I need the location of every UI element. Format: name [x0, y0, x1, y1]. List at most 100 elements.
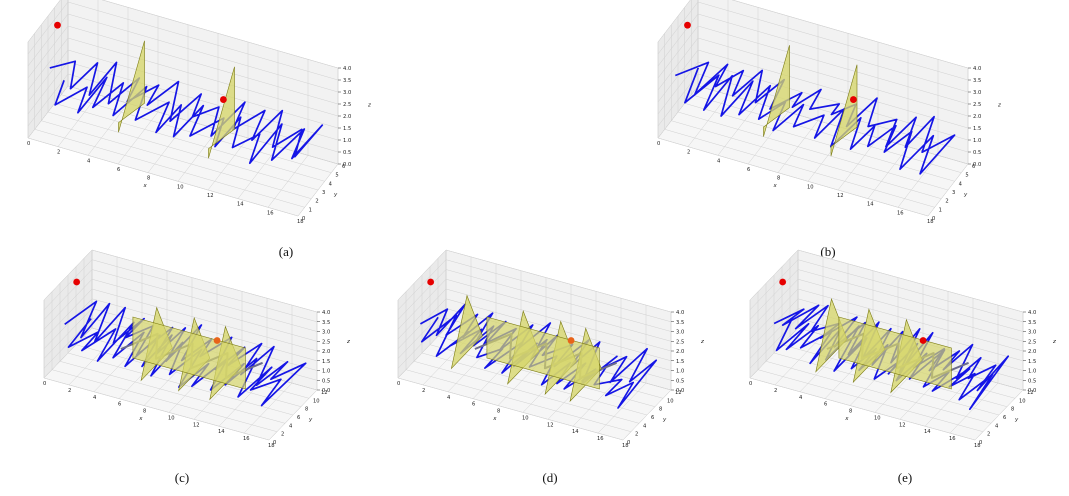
z-tick-label: 2.0	[676, 349, 684, 355]
y-tick-label: 2	[315, 199, 318, 205]
z-tick-label: 0.0	[322, 388, 330, 394]
x-axis-label: x	[844, 416, 849, 422]
x-tick-label: 16	[267, 210, 274, 216]
grid-line	[27, 49, 339, 129]
x-tick-label: 12	[193, 422, 200, 428]
y-tick-label: 1	[309, 207, 312, 213]
grid-line	[27, 85, 339, 165]
x-tick-label: 2	[68, 388, 71, 394]
y-tick-label: 0	[932, 216, 935, 222]
x-tick-label: 14	[867, 202, 874, 208]
caption-d: (d)	[542, 470, 558, 485]
y-tick-label: 6	[342, 164, 345, 170]
z-tick-label: 3.5	[322, 320, 330, 326]
x-tick-label: 8	[849, 409, 852, 415]
goal-marker	[567, 337, 575, 344]
x-axis-label: x	[492, 416, 497, 422]
x-tick-label: 18	[927, 219, 934, 225]
x-tick-label: 6	[117, 167, 120, 173]
caption-c: (c)	[174, 470, 190, 485]
z-tick-label: 2.0	[973, 114, 981, 120]
y-axis-label: y	[308, 417, 313, 423]
x-tick-label: 12	[899, 422, 906, 428]
grid-line	[749, 259, 1024, 323]
x-tick-label: 0	[749, 381, 752, 387]
y-tick-label: 12	[675, 390, 682, 396]
z-tick-label: 1.0	[322, 369, 330, 375]
grid-line	[657, 61, 969, 141]
goal-marker	[213, 337, 221, 344]
x-tick-label: 2	[422, 388, 425, 394]
y-tick-label: 2	[945, 199, 948, 205]
z-tick-label: 0.0	[1028, 388, 1036, 394]
start-marker	[684, 21, 691, 29]
x-tick-label: 6	[472, 402, 475, 408]
caption-e: (e)	[897, 470, 913, 485]
z-tick-label: 3.5	[1028, 320, 1036, 326]
y-tick-label: 0	[979, 440, 982, 446]
grid-line	[43, 269, 318, 332]
grid-line	[397, 269, 672, 332]
start-marker	[73, 278, 81, 286]
grid-line	[657, 13, 969, 93]
grid-line	[43, 298, 318, 362]
z-tick-label: 1.0	[1028, 369, 1036, 375]
z-axis-label: z	[997, 102, 1001, 108]
x-axis-label: x	[773, 183, 778, 189]
z-tick-label: 3.0	[322, 330, 330, 336]
z-tick-label: 4.0	[1028, 310, 1036, 316]
start-marker	[54, 21, 61, 29]
x-tick-label: 4	[93, 395, 97, 401]
y-tick-label: 6	[972, 164, 975, 170]
x-axis-label: x	[143, 183, 148, 189]
grid-line	[43, 288, 318, 352]
z-tick-label: 0.0	[676, 388, 684, 394]
x-tick-label: 18	[297, 219, 304, 225]
y-axis-label: y	[333, 192, 338, 198]
grid-line	[397, 298, 672, 362]
z-tick-label: 3.0	[973, 90, 981, 96]
y-tick-label: 8	[1011, 407, 1014, 413]
z-tick-label: 3.5	[973, 78, 981, 84]
z-tick-label: 2.0	[343, 114, 351, 120]
z-tick-label: 1.0	[973, 138, 981, 144]
grid-line	[657, 25, 969, 105]
y-tick-label: 0	[302, 216, 305, 222]
boundary-plane	[830, 64, 858, 157]
y-tick-label: 2	[635, 432, 638, 438]
y-tick-label: 12	[321, 390, 328, 396]
x-tick-label: 10	[522, 415, 529, 421]
z-tick-label: 2.5	[322, 339, 330, 345]
y-tick-label: 10	[1019, 398, 1026, 404]
z-tick-label: 3.0	[343, 90, 351, 96]
grid-line	[657, 49, 969, 129]
plot-c: 024681012141618x024681012y0.00.51.01.52.…	[43, 249, 350, 449]
z-tick-label: 4.0	[322, 310, 330, 316]
z-tick-label: 1.0	[676, 369, 684, 375]
y-tick-label: 8	[305, 407, 308, 413]
x-tick-label: 16	[949, 436, 956, 442]
grid-line	[749, 288, 1024, 352]
z-axis-label: z	[700, 339, 704, 345]
caption-b: (b)	[820, 244, 836, 259]
x-tick-label: 0	[657, 141, 660, 147]
x-tick-label: 0	[43, 381, 46, 387]
grid-line	[27, 13, 339, 93]
z-tick-label: 4.0	[676, 310, 684, 316]
x-tick-label: 4	[87, 158, 91, 164]
y-tick-label: 2	[281, 432, 284, 438]
x-tick-label: 10	[168, 415, 175, 421]
x-tick-label: 14	[572, 429, 579, 435]
y-tick-label: 10	[313, 398, 320, 404]
grid-line	[43, 249, 318, 313]
y-tick-label: 4	[329, 181, 333, 187]
z-tick-label: 1.5	[322, 359, 330, 365]
grid-line	[657, 1, 969, 81]
goal-marker	[220, 96, 227, 103]
y-tick-label: 6	[651, 415, 654, 421]
z-tick-label: 1.0	[343, 138, 351, 144]
boundary-plane	[486, 316, 600, 390]
